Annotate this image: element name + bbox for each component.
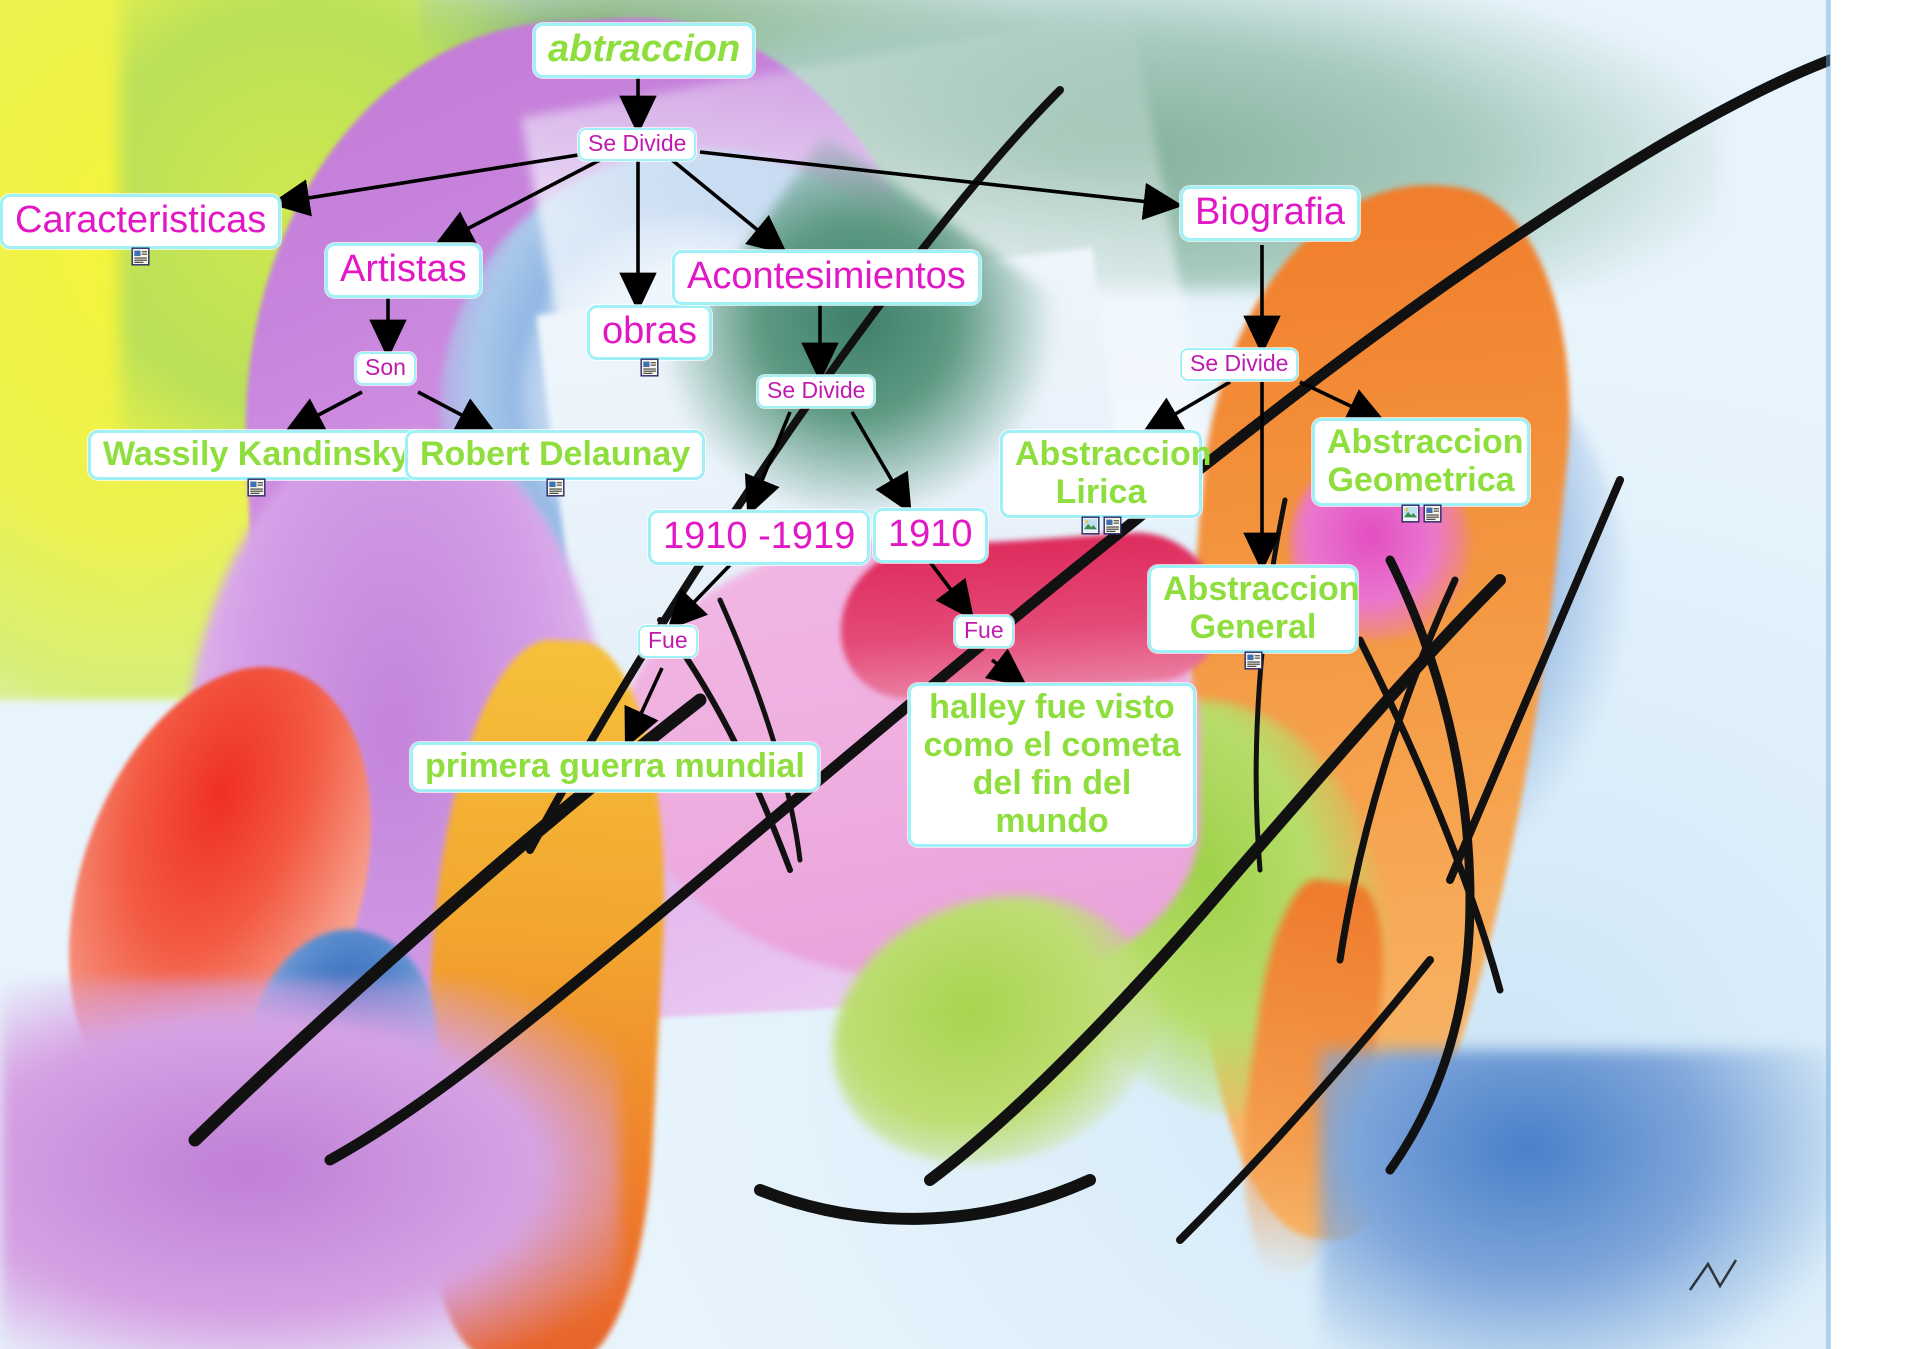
node-primera-guerra-mundial-label: primera guerra mundial xyxy=(425,747,805,785)
node-abstraccion-general[interactable]: Abstraccion General xyxy=(1148,565,1360,670)
node-halley-line1: halley fue visto xyxy=(929,688,1175,726)
node-primera-guerra-mundial[interactable]: primera guerra mundial xyxy=(410,742,820,793)
node-abstraccion-lirica[interactable]: Abstraccion Lirica xyxy=(1000,430,1212,535)
node-son-label: Son xyxy=(365,354,406,380)
node-halley-line3: del fin del mundo xyxy=(972,764,1132,841)
node-se-divide-2-label: Se Divide xyxy=(767,377,866,403)
node-1910[interactable]: 1910 xyxy=(873,508,988,563)
node-se-divide-3[interactable]: Se Divide xyxy=(1180,348,1299,381)
node-obras[interactable]: obras xyxy=(587,305,713,377)
node-1910-label: 1910 xyxy=(888,513,973,555)
node-acontesimientos-label: Acontesimientos xyxy=(687,255,966,297)
node-son[interactable]: Son xyxy=(355,352,416,385)
node-abstraccion-geometrica-line2: Geometrica xyxy=(1327,461,1515,500)
node-abstraccion-lirica-line2: Lirica xyxy=(1055,473,1147,512)
node-abstraccion-geometrica-line1: Abstraccion xyxy=(1327,423,1524,461)
page-right-margin xyxy=(1830,0,1925,1349)
node-abstraccion-lirica-line1: Abstraccion xyxy=(1015,435,1212,473)
node-biografia-label: Biografia xyxy=(1195,191,1345,233)
node-obras-label: obras xyxy=(602,310,698,352)
node-1910-1919-label: 1910 -1919 xyxy=(663,515,856,557)
node-acontesimientos[interactable]: Acontesimientos xyxy=(672,250,981,305)
node-root-label: abtraccion xyxy=(548,28,741,70)
node-caracteristicas[interactable]: Caracteristicas xyxy=(0,194,282,266)
node-se-divide-1-label: Se Divide xyxy=(588,130,687,156)
node-artistas[interactable]: Artistas xyxy=(325,243,482,298)
node-artistas-label: Artistas xyxy=(340,248,467,290)
node-abstraccion-geometrica[interactable]: Abstraccion Geometrica xyxy=(1312,418,1530,523)
node-se-divide-3-label: Se Divide xyxy=(1190,350,1289,376)
node-abstraccion-general-line1: Abstraccion xyxy=(1163,570,1360,608)
node-1910-1919[interactable]: 1910 -1919 xyxy=(648,510,871,565)
node-wassily-kandinsky[interactable]: Wassily Kandinsky xyxy=(88,430,425,497)
node-se-divide-1[interactable]: Se Divide xyxy=(578,128,697,161)
node-fue-2[interactable]: Fue xyxy=(954,615,1014,648)
node-robert-delaunay-label: Robert Delaunay xyxy=(420,435,691,473)
node-fue-1-label: Fue xyxy=(648,627,688,653)
node-abstraccion-general-line2: General xyxy=(1189,608,1317,647)
node-fue-2-label: Fue xyxy=(964,617,1004,643)
node-robert-delaunay[interactable]: Robert Delaunay xyxy=(405,430,706,497)
node-fue-1[interactable]: Fue xyxy=(638,625,698,658)
page-edge-line xyxy=(1826,0,1831,1349)
node-caracteristicas-label: Caracteristicas xyxy=(15,199,267,241)
node-halley[interactable]: halley fue visto como el cometa del fin … xyxy=(908,683,1196,848)
node-se-divide-2[interactable]: Se Divide xyxy=(757,375,876,408)
node-root[interactable]: abtraccion xyxy=(533,23,756,78)
node-biografia[interactable]: Biografia xyxy=(1180,186,1360,241)
node-halley-line2: como el cometa xyxy=(923,726,1181,765)
node-wassily-kandinsky-label: Wassily Kandinsky xyxy=(103,435,410,473)
